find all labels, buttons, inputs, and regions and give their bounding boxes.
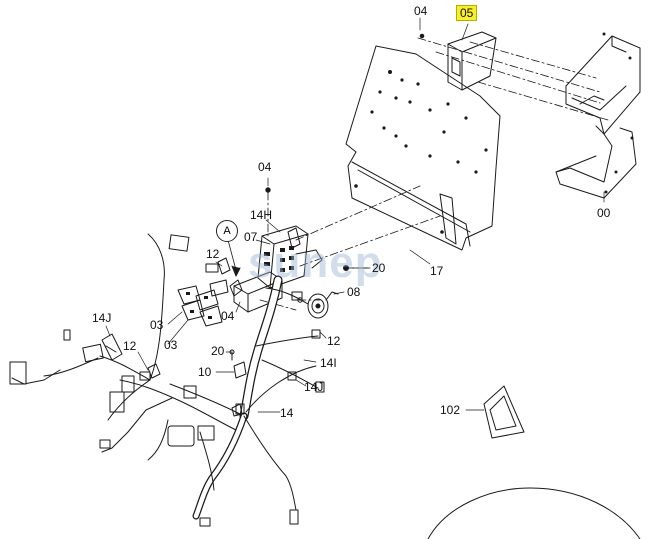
large-circle-outline: [427, 487, 641, 539]
callout-14[interactable]: 14: [280, 406, 294, 420]
callout-14J-low[interactable]: 14J: [304, 380, 324, 394]
callout-07[interactable]: 07: [244, 230, 258, 244]
callout-20-right[interactable]: 20: [372, 261, 386, 275]
callout-00[interactable]: 00: [597, 206, 611, 220]
document-pack-102: [483, 385, 525, 439]
connector-14J-left: [101, 333, 123, 361]
callout-12-left[interactable]: 12: [123, 339, 137, 353]
relay-cluster-03: [177, 279, 229, 327]
callout-14J-left[interactable]: 14J: [92, 311, 112, 325]
callout-03-upper[interactable]: 03: [150, 318, 164, 332]
callout-14I[interactable]: 14I: [320, 356, 337, 370]
callout-05-highlighted[interactable]: 05: [456, 5, 478, 21]
callout-04-top[interactable]: 04: [414, 4, 428, 18]
main-harness-14: [11, 233, 319, 520]
pointer-a-arrow: [231, 265, 241, 277]
callout-04-mid[interactable]: 04: [258, 160, 272, 174]
ecu-module-05: [419, 31, 497, 91]
pointer-a: [227, 239, 237, 271]
callout-12-upper[interactable]: 12: [206, 247, 220, 261]
callout-17[interactable]: 17: [430, 264, 444, 278]
callout-10[interactable]: 10: [198, 365, 212, 379]
callout-12-right[interactable]: 12: [327, 334, 341, 348]
bracket-00: [555, 32, 641, 199]
circle-label-a[interactable]: A: [216, 220, 238, 242]
callout-14H[interactable]: 14H: [250, 208, 273, 222]
fuse-relay-box-07: [257, 225, 323, 289]
callout-102[interactable]: 102: [440, 403, 461, 417]
callout-20-low[interactable]: 20: [211, 344, 225, 358]
clamps-and-bolts: [147, 187, 349, 417]
callout-04-low[interactable]: 04: [221, 309, 235, 323]
callout-03-lower[interactable]: 03: [164, 338, 178, 352]
horn-08: [307, 291, 339, 319]
relay-block: [233, 271, 283, 313]
leader-lines: [105, 17, 605, 413]
mounting-plate-17: [345, 45, 501, 251]
callout-08[interactable]: 08: [347, 285, 361, 299]
